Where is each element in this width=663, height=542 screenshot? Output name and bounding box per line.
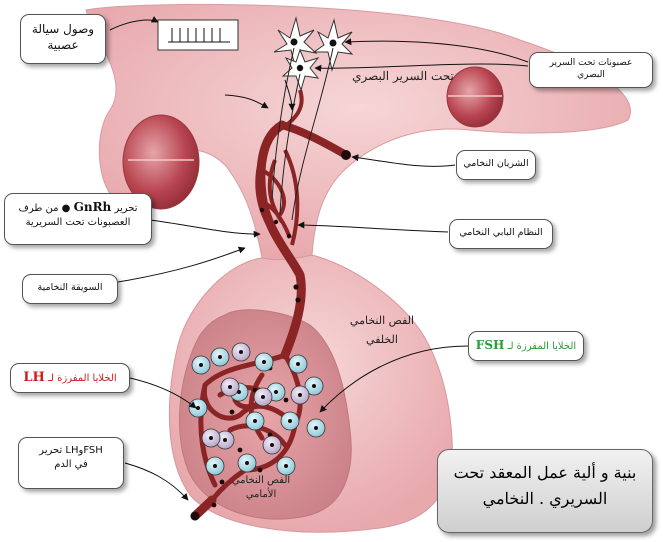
portal-system-label: النظام البابي النخامي xyxy=(459,227,543,238)
gnrh-dot: ● xyxy=(61,203,71,214)
hypothalamic-neurons-callout: عصبونات تحت السرير البصري xyxy=(529,52,653,88)
lh-cells-callout: الخلايا المفرزة لـ LH xyxy=(10,363,130,393)
neuron-2 xyxy=(312,18,354,72)
hypothalamus-label: تحت السرير البصري xyxy=(352,69,454,83)
neural-signal-callout: وصول سيالة عصبية xyxy=(20,14,106,64)
release-text: تحرير xyxy=(39,445,63,456)
portal-system-callout: النظام البابي النخامي xyxy=(449,219,553,249)
hypothalamic-neurons-label: عصبونات تحت السرير البصري xyxy=(549,58,633,81)
gnrh-release-callout: تحرير GnRh ● من طرف العصبونات تحت السرير… xyxy=(4,193,152,245)
hormone-release-callout: FSHوLH تحرير في الدم xyxy=(18,437,124,489)
release-blood: في الدم xyxy=(54,458,88,470)
posterior-lobe-label: الفص النخامي الخلفي xyxy=(349,314,415,346)
nerve-signal-trace xyxy=(157,19,239,51)
pituitary-stalk-label: السويقة النخامية xyxy=(37,282,103,293)
pituitary-stalk-callout: السويقة النخامية xyxy=(22,274,118,304)
lh-name: LH xyxy=(23,370,45,385)
pointer-lines xyxy=(109,16,529,501)
left-optic-structure xyxy=(122,114,200,210)
gnrh-release-line2: من طرف xyxy=(18,203,59,214)
pituitary-artery-label: الشريان النخامي xyxy=(463,158,529,169)
gnrh-release-line3: العصبونات تحت السريرية xyxy=(25,216,131,228)
fsh-cells-callout: الخلايا المفرزة لـ FSH xyxy=(468,331,584,361)
lh-cells-text: الخلايا المفرزة لـ xyxy=(47,373,117,384)
release-hormones: FSHوLH xyxy=(65,445,103,456)
fsh-name: FSH xyxy=(475,338,505,352)
diagram-title: بنية و ألية عمل المعقد تحت السريري . الن… xyxy=(437,449,653,533)
diagram-title-text: بنية و ألية عمل المعقد تحت السريري . الن… xyxy=(453,463,637,508)
gnrh-name: GnRh xyxy=(73,200,112,214)
fsh-cells-text: الخلايا المفرزة لـ xyxy=(507,341,577,352)
pituitary-artery-callout: الشريان النخامي xyxy=(456,150,536,180)
right-optic-structure xyxy=(446,66,504,128)
gnrh-release-line1: تحرير xyxy=(114,203,138,214)
neuron-3 xyxy=(281,48,320,92)
neural-signal-label: وصول سيالة عصبية xyxy=(31,22,95,53)
anterior-lobe-label: الفص النخامي الأمامي xyxy=(231,475,291,500)
